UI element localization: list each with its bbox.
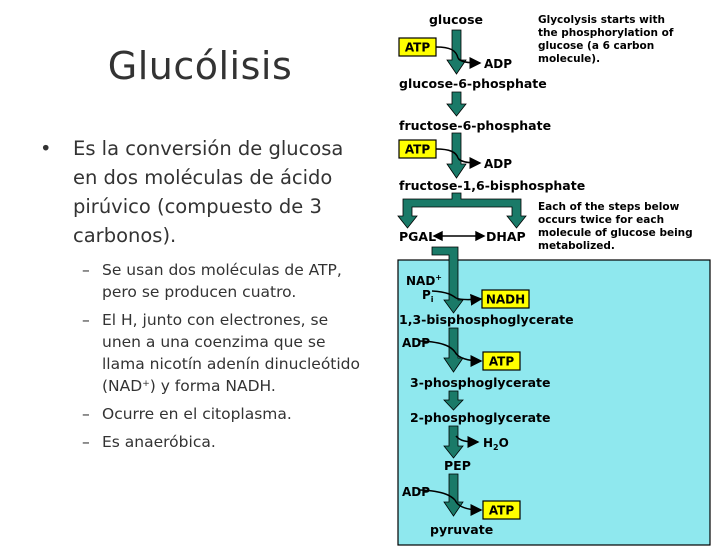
- sub-bullet-anaerobic: – Es anaeróbica.: [40, 431, 360, 453]
- adp-in-curve-2: [419, 489, 456, 501]
- label-f6p: fructose-6-phosphate: [399, 118, 551, 133]
- water-o: O: [499, 436, 509, 450]
- atp-box-1: [398, 37, 437, 57]
- label-adp-1: ADP: [484, 57, 512, 71]
- bullet-main: • Es la conversión de glucosa en dos mol…: [40, 134, 360, 250]
- label-atp-1: ATP: [405, 41, 431, 55]
- atp-in-curve-2: [435, 148, 459, 159]
- atp-out-curve-1: [454, 351, 483, 367]
- bullet-main-text: Es la conversión de glucosa en dos moléc…: [73, 137, 344, 247]
- note-steps-twice: Each of the steps below occurs twice for…: [538, 201, 693, 252]
- note-top-line-4: molecule).: [538, 53, 600, 65]
- label-adp-2: ADP: [484, 157, 512, 171]
- dash-mark: –: [82, 405, 90, 423]
- note-phosphorylation: Glycolysis starts with the phosphorylati…: [538, 14, 674, 65]
- nad-superscript: +: [142, 379, 150, 389]
- dash-mark: –: [82, 261, 90, 279]
- label-bpg13: 1,3-bisphosphoglycerate: [399, 312, 574, 327]
- adp-out-curve-2: [457, 156, 482, 169]
- nad-text: NAD: [406, 274, 435, 288]
- label-atp-3: ATP: [489, 355, 515, 369]
- nad-in-curve: [431, 290, 457, 299]
- sub-bullet-location: – Ocurre en el citoplasma.: [40, 403, 360, 425]
- flow-arrow-1: [446, 29, 467, 75]
- label-3pg: 3-phosphoglycerate: [410, 375, 551, 390]
- water-2: 2: [493, 443, 499, 452]
- bullet-mark: •: [40, 137, 52, 160]
- sub-bullet-nad: – El H, junto con electrones, se unen a …: [40, 309, 360, 397]
- dash-mark: –: [82, 311, 90, 329]
- water-h: H: [483, 436, 493, 450]
- glycolysis-diagram: glucose glucose-6-phosphate fructose-6-p…: [397, 12, 711, 546]
- sub-bullet-nad-text-end: ) y forma NADH.: [149, 377, 276, 395]
- label-atp-2: ATP: [405, 143, 431, 157]
- label-nad: NAD+: [406, 273, 442, 288]
- adp-in-curve-1: [419, 340, 456, 353]
- sub-bullet-nad-text: El H, junto con electrones, se unen a un…: [102, 311, 361, 395]
- flow-arrow-6: [443, 390, 464, 411]
- label-atp-4: ATP: [489, 504, 515, 518]
- label-pep: PEP: [444, 458, 471, 473]
- flow-arrow-8: [443, 473, 464, 517]
- flow-arrow-4: [431, 246, 464, 314]
- label-g6p: glucose-6-phosphate: [399, 76, 547, 91]
- atp-box-2: [398, 139, 437, 159]
- nad-sup: +: [435, 273, 442, 282]
- label-water: H2O: [483, 436, 509, 452]
- label-2pg: 2-phosphoglycerate: [410, 410, 551, 425]
- note-mid-line-3: molecule of glucose being: [538, 227, 693, 239]
- nadh-out-curve: [455, 293, 483, 306]
- label-glucose: glucose: [429, 12, 483, 27]
- atp-out-curve-2: [454, 499, 483, 516]
- atp-in-curve-1: [435, 46, 459, 59]
- label-pgal: PGAL: [399, 229, 436, 244]
- adp-out-curve-1: [457, 56, 482, 69]
- bullet-list: • Es la conversión de glucosa en dos mol…: [40, 134, 360, 453]
- label-adp-4: ADP: [402, 485, 430, 499]
- note-mid-line-2: occurs twice for each: [538, 214, 664, 226]
- atp-box-4: [482, 500, 521, 520]
- sub-bullet-atp: – Se usan dos moléculas de ATP, pero se …: [40, 259, 360, 303]
- isomer-arrowhead-left: [432, 230, 443, 242]
- sub-bullet-anaerobic-text: Es anaeróbica.: [102, 433, 216, 451]
- note-top-line-1: Glycolysis starts with: [538, 14, 665, 26]
- label-dhap: DHAP: [486, 229, 526, 244]
- pi-sub: i: [431, 295, 434, 304]
- nadh-box: [481, 289, 530, 309]
- label-pi: Pi: [422, 288, 434, 304]
- isomer-arrowhead-right: [475, 230, 486, 242]
- label-nadh: NADH: [486, 293, 525, 307]
- water-out-curve: [455, 435, 480, 448]
- sub-bullet-atp-text: Se usan dos moléculas de ATP, pero se pr…: [102, 261, 342, 301]
- flow-arrow-7: [443, 425, 464, 459]
- slide-title: Glucólisis: [107, 44, 293, 88]
- note-mid-line-1: Each of the steps below: [538, 201, 680, 213]
- atp-box-3: [482, 351, 521, 371]
- flow-arrow-2: [446, 91, 467, 117]
- label-pyruvate: pyruvate: [430, 522, 493, 537]
- pi-text: P: [422, 288, 431, 302]
- dash-mark: –: [82, 433, 90, 451]
- sub-bullet-location-text: Ocurre en el citoplasma.: [102, 405, 292, 423]
- split-arrow: [397, 192, 527, 229]
- note-mid-line-4: metabolized.: [538, 240, 615, 252]
- note-top-line-3: glucose (a 6 carbon: [538, 40, 654, 52]
- label-f16bp: fructose-1,6-bisphosphate: [399, 178, 585, 193]
- label-adp-3: ADP: [402, 336, 430, 350]
- note-top-line-2: the phosphorylation of: [538, 27, 674, 39]
